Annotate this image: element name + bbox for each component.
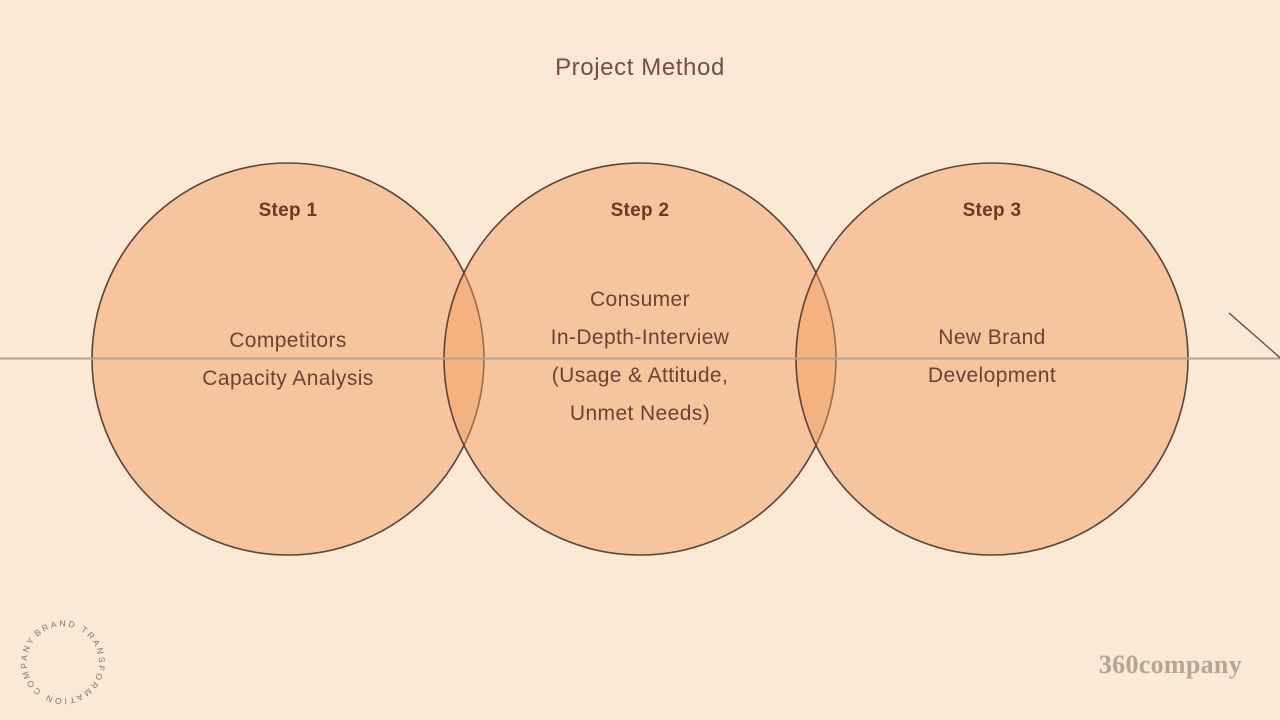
step-1-description: Competitors Capacity Analysis — [202, 322, 373, 398]
step-3-description: New Brand Development — [928, 319, 1056, 395]
text-line: Unmet Needs) — [569, 402, 711, 425]
text-line: Competitors — [229, 329, 347, 352]
diagonal-arrow-line — [1228, 312, 1280, 359]
text-line: Development — [927, 364, 1057, 387]
logo-ring-text: BRAND TRANSFORMATION COMPANY — [19, 618, 105, 706]
text-line: New Brand — [938, 326, 1046, 349]
step-1-label: Step 1 — [258, 200, 318, 221]
watermark-360company: 360company — [1098, 650, 1242, 679]
brand-transformation-logo: BRAND TRANSFORMATION COMPANY — [19, 618, 107, 706]
svg-text:BRAND TRANSFORMATION COMPANY: BRAND TRANSFORMATION COMPANY — [19, 618, 107, 706]
step-2-label: Step 2 — [610, 200, 670, 221]
step-2-description: Consumer In-Depth-Interview (Usage & Att… — [551, 281, 730, 433]
text-line: Capacity Analysis — [202, 367, 374, 390]
slide-title: Project Method — [555, 54, 725, 81]
text-line: Consumer — [589, 288, 691, 311]
text-line: (Usage & Attitude, — [551, 364, 729, 387]
text-line: In-Depth-Interview — [550, 326, 730, 349]
step-3-label: Step 3 — [962, 200, 1022, 221]
